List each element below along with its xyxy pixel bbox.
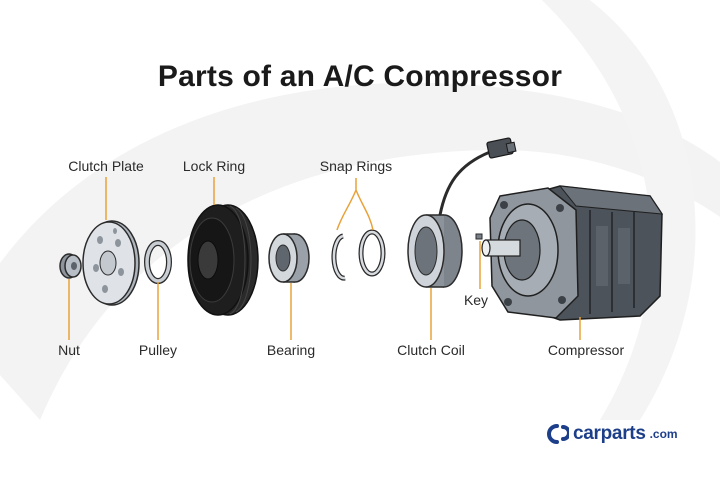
label-clutch-coil: Clutch Coil [397, 342, 465, 358]
compressor-part [481, 185, 663, 321]
leader-snap-rings [336, 178, 374, 231]
label-lock-ring: Lock Ring [182, 158, 246, 174]
bearing-part [268, 233, 310, 283]
lock-ring-part [187, 204, 259, 316]
label-nut: Nut [58, 342, 80, 358]
logo-wordmark: carparts [573, 423, 646, 444]
label-snap-rings: Snap Rings [319, 158, 393, 174]
carparts-logo: carparts.com [543, 420, 678, 448]
nut-part [59, 253, 82, 279]
label-bearing: Bearing [266, 342, 316, 358]
label-key: Key [463, 292, 489, 308]
pulley-part [144, 240, 172, 284]
logo-tld: .com [649, 427, 678, 441]
label-pulley: Pulley [138, 342, 178, 358]
clutch-plate-part [82, 220, 140, 306]
label-clutch-plate: Clutch Plate [68, 158, 144, 174]
key-part [475, 233, 483, 240]
snap-ring-left-part [331, 233, 346, 281]
clutch-coil-part [407, 137, 517, 288]
carparts-logo-icon [547, 424, 569, 444]
snap-ring-right-part [358, 229, 386, 277]
diagram-title: Parts of an A/C Compressor [157, 60, 563, 93]
leader-lines [68, 177, 581, 340]
label-compressor: Compressor [547, 342, 625, 358]
